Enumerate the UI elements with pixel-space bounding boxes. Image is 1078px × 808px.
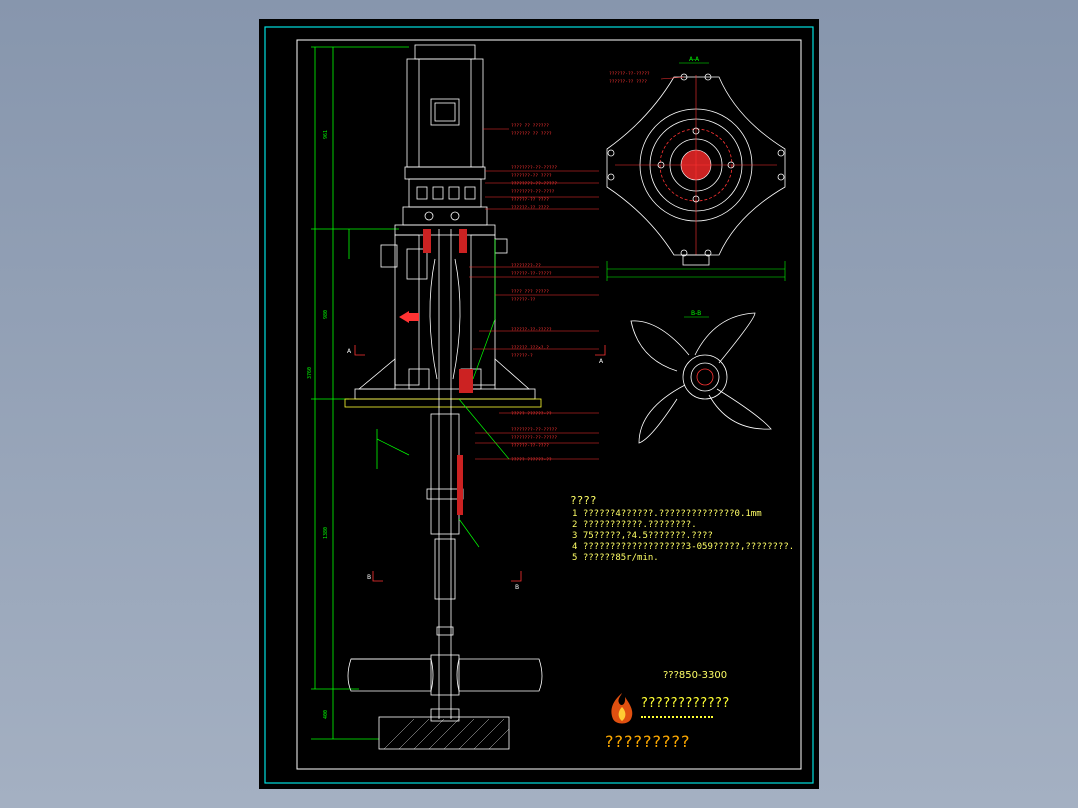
tank-bottom (378, 716, 510, 750)
support-frame (344, 224, 542, 408)
svg-text:??????-?: ??????-? (511, 353, 533, 359)
svg-text:????????-??-????: ????????-??-???? (511, 189, 555, 195)
motor (402, 44, 488, 226)
outer-border (264, 26, 814, 784)
svg-text:??????-??-????: ??????-??-???? (511, 443, 549, 449)
svg-text:????????-??: ????????-?? (511, 263, 541, 269)
svg-text:????????-??-?????: ????????-??-????? (511, 165, 557, 171)
dimension-lines (311, 46, 409, 740)
note-line-2: 2 ???????????.????????. (572, 520, 697, 530)
green-leaders (376, 239, 510, 548)
coupling-section (423, 229, 473, 515)
agitator-shaft (426, 229, 464, 722)
svg-text:961: 961 (323, 130, 329, 139)
svg-text:??????-??-?????: ??????-??-????? (609, 71, 650, 77)
note-line-5: 5 ??????85r/min. (572, 553, 659, 563)
svg-text:??????-?? ????: ??????-?? ???? (511, 205, 549, 211)
svg-text:??????-?? ????: ??????-?? ???? (511, 197, 549, 203)
svg-text:??????-??: ??????-?? (511, 297, 536, 303)
impeller (347, 654, 543, 696)
company-logo (605, 691, 639, 729)
part-callouts: ???? ?? ?????? ??????? ?? ???? ????????-… (511, 123, 557, 463)
svg-text:???????-?? ????: ???????-?? ???? (511, 173, 552, 179)
svg-text:????????-??-?????: ????????-??-????? (511, 435, 557, 441)
section-marks (354, 345, 606, 582)
svg-text:1380: 1380 (323, 527, 329, 539)
svg-text:400: 400 (323, 710, 329, 719)
view-a-a-label: A-A (689, 56, 700, 63)
svg-text:?????? ???×?.?: ?????? ???×?.? (511, 345, 549, 351)
dimension-text: 961 980 3760 1380 400 (307, 130, 329, 719)
svg-text:??????-??-?????: ??????-??-????? (511, 327, 552, 333)
part-leaders (469, 128, 599, 460)
view-a-a: A-A (606, 56, 786, 281)
notes-heading: ???? (570, 494, 597, 507)
section-mark-a-left: A (347, 348, 352, 355)
view-b-b-label: B-B (691, 310, 701, 317)
inner-frame (296, 39, 802, 770)
svg-text:3760: 3760 (307, 367, 313, 379)
flame-logo-icon (611, 693, 633, 724)
note-line-4: 4 ???????????????????3-059?????,????????… (572, 542, 795, 552)
view-b-b: B-B (630, 310, 772, 444)
svg-text:980: 980 (323, 310, 329, 319)
svg-text:????????-??-?????: ????????-??-????? (511, 427, 557, 433)
svg-text:??????-?? ????: ??????-?? ???? (609, 79, 647, 85)
svg-text:????????-??-?????: ????????-??-????? (511, 181, 557, 187)
svg-text:???? ?? ??????: ???? ?? ?????? (511, 123, 549, 129)
company-slogan: ????????? (605, 732, 691, 751)
note-line-3: 3 75?????,?4.5???????.???? (572, 531, 713, 541)
svg-text:??????? ?? ????: ??????? ?? ???? (511, 131, 552, 137)
svg-text:??????-??-?????: ??????-??-????? (511, 271, 552, 277)
drawing-sheet: 961 980 3760 1380 400 (259, 19, 819, 789)
section-mark-b-right: B (515, 584, 519, 591)
cad-drawing: 961 980 3760 1380 400 (264, 26, 814, 784)
drawing-title: ???850-3300 (663, 670, 728, 681)
company-name: ???????????? (641, 696, 730, 711)
section-mark-b-left: B (367, 574, 371, 581)
svg-text:????? ??????-??: ????? ??????-?? (511, 411, 552, 417)
direction-arrow (399, 311, 419, 323)
note-line-1: 1 ??????4??????.??????????????0.1mm (572, 509, 762, 519)
company-subline (641, 716, 713, 721)
section-mark-a-right: A (599, 358, 604, 365)
svg-text:???? ??? ?????: ???? ??? ????? (511, 289, 549, 295)
svg-text:????? ??????-??: ????? ??????-?? (511, 457, 552, 463)
